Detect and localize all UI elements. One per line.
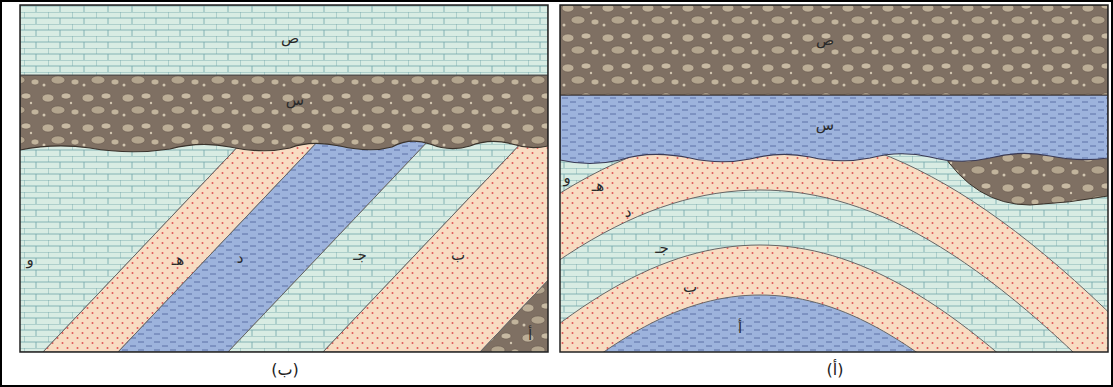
conglomerate-layer	[560, 5, 1108, 95]
panel-frame	[20, 5, 548, 352]
layer-label: د	[237, 251, 244, 266]
conglomerate-layer	[20, 75, 548, 152]
layer-label: و	[563, 171, 570, 186]
layer-label: جـ	[353, 248, 367, 263]
sandstone-fold	[560, 130, 1108, 352]
panel-frame	[560, 5, 1108, 352]
layer-label: ص	[281, 31, 299, 46]
layer-label: جـ	[655, 241, 669, 256]
layer-label: ص	[816, 33, 834, 48]
shale-layer	[560, 95, 1108, 164]
sandstone-fold	[560, 245, 1080, 352]
panel-b	[20, 5, 548, 352]
layer-label: س	[286, 93, 304, 108]
layer-label: ب	[451, 248, 465, 263]
layer-label: ب	[683, 280, 697, 295]
layer-label: هـ	[592, 179, 604, 194]
panel-caption: (ب)	[271, 362, 299, 378]
layer-label: د	[625, 205, 632, 220]
limestone-layer	[20, 5, 548, 75]
limestone-fold	[560, 190, 1108, 352]
layer-label: هـ	[172, 253, 184, 268]
shale-core	[560, 295, 1010, 352]
layer-label: و	[26, 253, 33, 268]
panel-caption: (أ)	[827, 362, 844, 378]
panel-a	[560, 5, 1108, 352]
layer-label: أ	[528, 328, 532, 343]
layer-label: س	[816, 118, 834, 133]
layer-label: أ	[738, 321, 742, 336]
